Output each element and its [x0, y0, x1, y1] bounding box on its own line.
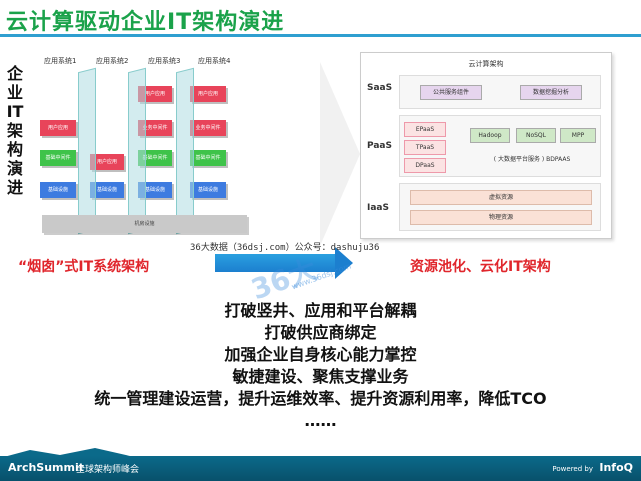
block-base-facility: 机房设施 [42, 215, 247, 233]
footer-brand: ArchSummit [8, 461, 84, 474]
system-label-1: 应用系统1 [44, 57, 77, 65]
block-infra-2: 基础设施 [90, 182, 124, 198]
block-user-app-4: 用户应用 [190, 86, 226, 102]
key-point: …… [304, 411, 337, 430]
footer-mountain-graphic [0, 448, 170, 458]
cloud-title: 云计算架构 [468, 60, 504, 68]
paas-epaas: EPaaS [404, 122, 446, 137]
paas-tpaas: TPaaS [404, 140, 446, 155]
system-label-3: 应用系统3 [148, 57, 181, 65]
transition-arrow-head [335, 247, 353, 279]
vertical-title: 企业IT架构演进 [6, 64, 24, 197]
footer-brand-cn: 全球架构师峰会 [76, 465, 140, 475]
footer-infoq-logo: InfoQ [599, 461, 633, 474]
footer-bar [0, 456, 641, 481]
block-user-app-1: 用户应用 [40, 120, 76, 136]
label-silo-architecture: “烟囱”式IT系统架构 [18, 259, 150, 275]
title-divider [0, 34, 641, 37]
block-middleware-4: 基础中间件 [190, 150, 226, 166]
saas-layer: 公共服务组件 数据挖掘分析 [399, 75, 601, 109]
silo-wall-2 [128, 67, 146, 235]
block-user-app-3: 用户应用 [138, 86, 172, 102]
paas-hadoop: Hadoop [470, 128, 510, 143]
key-point: 加强企业自身核心能力掌控 [224, 345, 417, 364]
slide-title: 云计算驱动企业IT架构演进 [6, 10, 285, 35]
block-middleware-1: 基础中间件 [40, 150, 76, 166]
iaas-physical: 物理资源 [410, 210, 592, 225]
key-points: 打破竖井、应用和平台解耦 打破供应商绑定 加强企业自身核心能力掌控 敏捷建设、聚… [0, 300, 641, 432]
paas-bigdata-caption: ( 大数据平台服务 ) BDPAAS [493, 156, 571, 163]
watermark-caption: 36大数据（36dsj.com）公众号：dashuju36 [190, 243, 380, 253]
key-point: 打破供应商绑定 [264, 323, 377, 342]
background-arrow [320, 62, 360, 246]
paas-layer: EPaaS TPaaS DPaaS Hadoop NoSQL MPP ( 大数据… [399, 115, 601, 177]
key-point: 统一管理建设运营，提升运维效率、提升资源利用率，降低TCO [94, 389, 547, 408]
key-point: 打破竖井、应用和平台解耦 [224, 301, 417, 320]
block-business-4: 业务中间件 [190, 120, 226, 136]
layer-label-paas: PaaS [367, 141, 392, 151]
layer-label-saas: SaaS [367, 83, 393, 93]
layer-label-iaas: IaaS [367, 203, 389, 213]
label-cloud-architecture: 资源池化、云化IT架构 [410, 259, 551, 275]
paas-nosql: NoSQL [516, 128, 556, 143]
block-business-3: 业务中间件 [138, 120, 172, 136]
silo-diagram: 应用系统1 应用系统2 应用系统3 应用系统4 用户应用 基础中间件 基础设施 … [30, 50, 260, 250]
saas-item-data-mining: 数据挖掘分析 [520, 85, 582, 100]
block-infra-1: 基础设施 [40, 182, 76, 198]
silo-wall-3 [176, 67, 194, 235]
system-label-4: 应用系统4 [198, 57, 231, 65]
iaas-virtual: 虚拟资源 [410, 190, 592, 205]
cloud-diagram: 云计算架构 SaaS 公共服务组件 数据挖掘分析 PaaS EPaaS TPaa… [360, 52, 612, 239]
paas-mpp: MPP [560, 128, 596, 143]
key-point: 敏捷建设、聚焦支撑业务 [232, 367, 409, 386]
block-infra-3: 基础设施 [138, 182, 172, 198]
system-label-2: 应用系统2 [96, 57, 129, 65]
transition-arrow [215, 254, 335, 272]
iaas-layer: 虚拟资源 物理资源 [399, 183, 601, 231]
footer-powered-by: Powered by [552, 465, 593, 473]
block-user-app-2: 用户应用 [90, 154, 124, 170]
paas-dpaas: DPaaS [404, 158, 446, 173]
silo-wall-1 [78, 67, 96, 235]
block-infra-4: 基础设施 [190, 182, 226, 198]
block-middleware-3: 基础中间件 [138, 150, 172, 166]
saas-item-public-services: 公共服务组件 [420, 85, 482, 100]
